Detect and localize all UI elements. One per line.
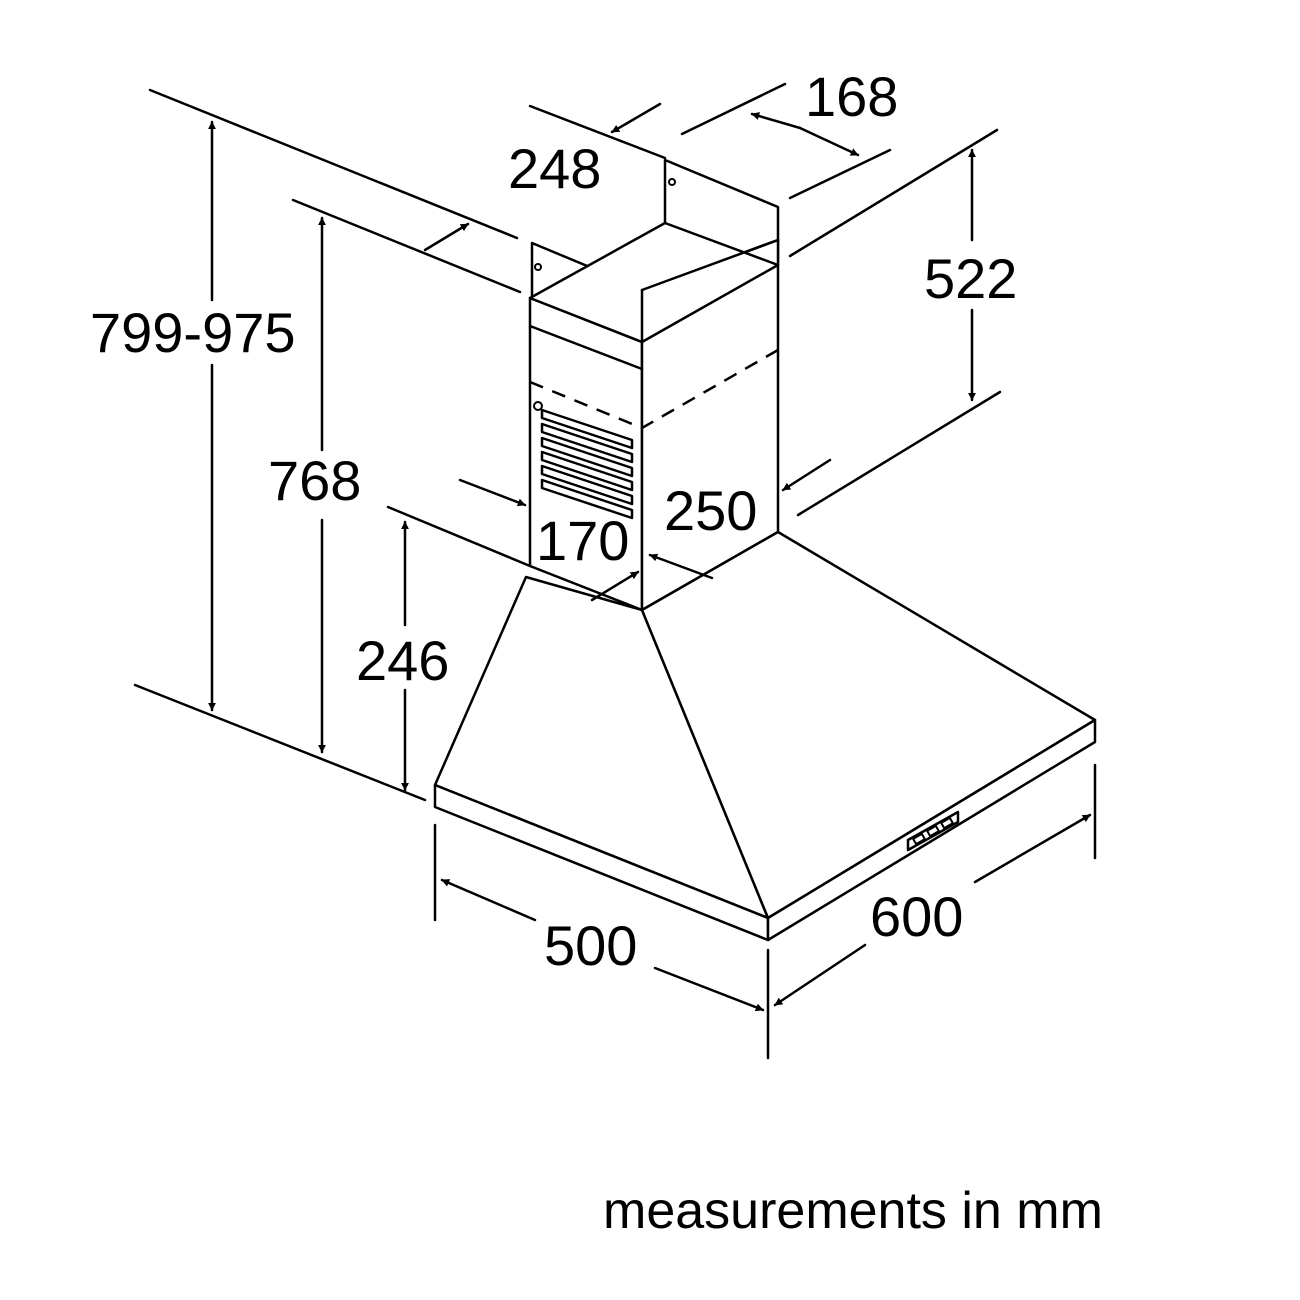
arrow-250 — [781, 458, 832, 492]
vent-grille — [540, 408, 634, 520]
units-note: measurements in mm — [603, 1182, 1103, 1240]
label-168: 168 — [805, 65, 898, 128]
dimension-labels: 248 168 522 799-975 768 250 170 246 500 … — [90, 65, 1103, 1240]
telescopic-overlap-line — [529, 348, 779, 430]
reference-lines — [133, 82, 1097, 1060]
lower-duct-top — [528, 221, 780, 344]
label-799-975: 799-975 — [90, 301, 296, 364]
cooker-hood-drawing — [433, 158, 1097, 942]
arrow-168 — [750, 112, 802, 130]
control-panel — [906, 810, 960, 852]
label-170: 170 — [536, 509, 629, 572]
arrow-170 — [458, 478, 527, 507]
dimension-arrows — [208, 102, 1092, 1012]
arrow-500 — [440, 878, 537, 922]
label-500: 500 — [544, 914, 637, 977]
arrow-248 — [610, 102, 662, 134]
label-250: 250 — [664, 479, 757, 542]
label-246: 246 — [356, 629, 449, 692]
label-248: 248 — [508, 137, 601, 200]
arrow-600 — [773, 943, 867, 1007]
label-768: 768 — [268, 449, 361, 512]
label-522: 522 — [924, 247, 1017, 310]
label-600: 600 — [870, 885, 963, 948]
